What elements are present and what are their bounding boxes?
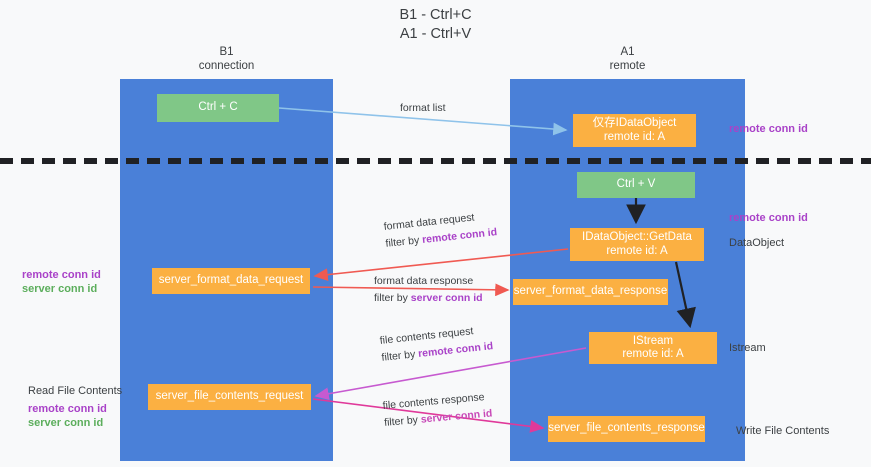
label-left-conn-id-stack-top: remote conn id server conn id [22,268,101,296]
page-title: B1 - Ctrl+C A1 - Ctrl+V [399,7,472,42]
node-idataobject-getdata[interactable]: IDataObject::GetData remote id: A [570,228,704,261]
node-getdata-line1: IDataObject::GetData [582,231,692,243]
label-dataobject: DataObject [729,237,785,249]
edge-label-fcresp-highlight: server conn id [420,407,493,426]
edge-label-fcresp-prefix: filter by [383,413,422,429]
node-getdata-line2: remote id: A [606,244,668,257]
node-server-format-data-response[interactable]: server_format_data_response [513,279,668,305]
edge-label-format-list: format list [400,100,446,117]
label-right-remote-conn-id-top: remote conn id [729,123,808,135]
node-server-format-data-request[interactable]: server_format_data_request [152,268,310,294]
node-server-format-data-request-label: server_format_data_request [158,274,304,287]
edge-label-fdresp-highlight: server conn id [410,292,483,304]
edge-label-file-contents-response: file contents response filter by server … [382,389,493,432]
node-ctrl-v-line1: Ctrl + V [616,178,656,191]
label-read-file-contents: Read File Contents [28,385,123,397]
label-left-remote-conn-id-bottom: remote conn id [28,403,107,415]
node-ctrl-v[interactable]: Ctrl + V [577,172,695,198]
node-istream-line2: remote id: A [622,348,684,360]
label-write-file-contents: Write File Contents [736,425,830,437]
label-istream: Istream [729,342,766,354]
label-left-server-conn-id-bottom: server conn id [28,417,104,429]
node-server-file-contents-response-label: server_file_contents_response [548,422,705,435]
node-idataobject[interactable]: 仅存IDataObject remote id: A [573,114,696,147]
edge-label-format-data-response-line2: filter by server conn id [374,290,483,307]
edge-label-format-data-response-line1: format data response [374,275,474,287]
node-idataobject-line1: 仅存IDataObject [592,117,677,129]
node-server-file-contents-request[interactable]: server_file_contents_request [148,384,311,410]
node-idataobject-line2: remote id: A [603,130,666,143]
node-ctrl-c-line1: Ctrl + C [198,101,238,114]
node-server-file-contents-response[interactable]: server_file_contents_response [548,416,705,442]
edge-label-fdresp-prefix: filter by [374,292,411,304]
dashed-divider [0,158,871,164]
node-ctrl-c[interactable]: Ctrl + C [157,94,279,122]
column-header-b1: B1 connection [198,46,255,72]
edge-label-fdreq-prefix: filter by [384,234,423,250]
node-istream[interactable]: IStream remote id: A [589,332,717,364]
edge-label-fcreq-prefix: filter by [380,348,419,364]
column-header-a1: A1 remote [609,46,646,72]
label-left-server-conn-id-top: server conn id [22,283,98,295]
edge-label-format-data-request: format data request filter by remote con… [383,207,498,253]
node-server-format-data-response-label: server_format_data_response [513,285,668,298]
edge-label-format-data-response: format data response filter by server co… [374,273,483,307]
label-left-conn-id-stack-bottom: remote conn id server conn id [28,402,107,430]
node-istream-line1: IStream [632,334,674,347]
edge-label-format-list-line1: format list [400,102,446,114]
label-right-remote-conn-id-mid: remote conn id [729,212,808,224]
edge-label-file-contents-request: file contents request filter by remote c… [379,321,494,367]
node-server-file-contents-request-label: server_file_contents_request [155,390,304,403]
label-left-remote-conn-id-top: remote conn id [22,269,101,281]
